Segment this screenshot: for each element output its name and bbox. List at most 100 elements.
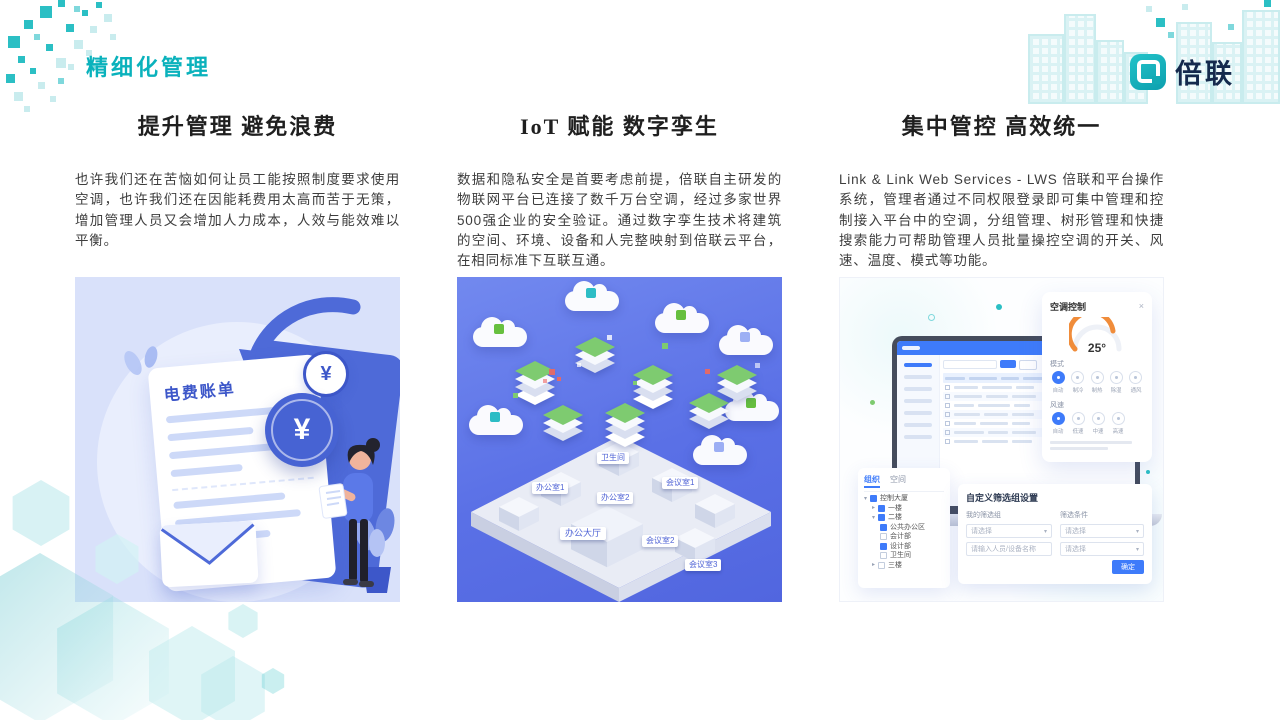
fan-speed-icon <box>1112 412 1125 425</box>
person-illustration <box>318 438 380 587</box>
temperature-gauge: 25° <box>1066 309 1125 355</box>
device-stack <box>515 361 555 407</box>
tree-item: ▾控制大厦 <box>864 495 909 502</box>
column-title: IoT 赋能 数字孪生 <box>520 114 719 139</box>
dot-decoration <box>870 400 875 405</box>
skyline-decoration <box>1028 0 1280 104</box>
device-stack <box>575 337 615 383</box>
checkbox-icon <box>870 495 878 502</box>
yuan-coin-icon: ¥ <box>265 393 339 467</box>
checkbox-icon <box>878 561 886 569</box>
column-body: 也许我们还在苦恼如何让员工能按照制度要求使用空调，也许我们还在因能耗费用太高而苦… <box>75 172 400 248</box>
dot-decoration <box>1146 470 1150 474</box>
device-stack <box>605 403 645 449</box>
checkbox-icon <box>880 523 887 531</box>
column-title: 集中管控 高效统一 <box>901 114 1102 139</box>
filter-condition-label: 筛选条件 <box>1060 512 1088 519</box>
org-tree-panel: 组织 空间 ▾控制大厦 ▸一楼 ▾二楼 公共办公区 会计部 设计部 卫生间 ▸三… <box>858 468 950 588</box>
column-title: 提升管理 避免浪费 <box>137 114 338 139</box>
column-control: 集中管控 高效统一 Link & Link Web Services - LWS… <box>839 112 1164 607</box>
cloud-icon <box>473 317 527 347</box>
checkbox-icon <box>880 542 887 550</box>
cloud-icon <box>725 391 779 421</box>
dot-decoration <box>928 314 935 321</box>
ac-note-placeholder <box>1050 441 1144 450</box>
fan-speed-icon <box>1072 412 1085 425</box>
fan-speed-icon <box>1092 412 1105 425</box>
fan-speed-icon <box>1052 412 1065 425</box>
tab-organization: 组织 <box>864 474 880 488</box>
dot-decoration <box>996 304 1002 310</box>
brand-name: 倍联 <box>1175 59 1235 89</box>
cloud-icon <box>655 303 709 333</box>
ac-panel-title: 空调控制 <box>1050 302 1087 312</box>
cloud-icon <box>719 325 773 355</box>
confirm-button: 确定 <box>1112 560 1144 574</box>
room-label: 会议室1 <box>662 477 699 489</box>
chevron-down-icon: ▾ <box>1135 528 1139 535</box>
room-label: 会议室2 <box>642 535 679 547</box>
tree-item: ▾二楼 <box>872 514 903 521</box>
mode-options: 自动 制冷 制热 除湿 通风 <box>1050 371 1144 394</box>
ac-mode-icon <box>1090 371 1104 384</box>
page-title: 精细化管理 <box>86 55 212 80</box>
tree-item: ▸三楼 <box>872 561 903 569</box>
tree-item: 公共办公区 <box>864 523 944 531</box>
chevron-down-icon: ▾ <box>1043 528 1047 535</box>
logo-notch-shape <box>1152 75 1160 84</box>
tree-item: 设计部 <box>864 542 944 550</box>
app-toolbar <box>943 360 1131 370</box>
column-body: Link & Link Web Services - LWS 倍联和平台操作系统… <box>839 172 1164 268</box>
ac-mode-icon <box>1051 371 1065 384</box>
leaf-decoration <box>124 346 158 375</box>
tree-item: 卫生间 <box>864 552 944 559</box>
checkbox-icon <box>880 533 887 540</box>
ac-control-panel: 空调控制 × 25° 模式 自动 制冷 制热 <box>1042 292 1152 462</box>
device-stack <box>689 393 729 439</box>
filter-group-label: 我的筛选组 <box>966 512 1001 519</box>
logo-ring-shape <box>1136 60 1160 83</box>
filter-panel-title: 自定义筛选组设置 <box>966 493 1039 503</box>
close-icon: × <box>1138 301 1144 311</box>
fan-options: 自动 低速 中速 高速 <box>1050 412 1144 435</box>
cloud-icon <box>693 435 747 465</box>
iot-illustration: 卫生间 办公室1 办公室2 会议室1 办公大厅 会议室2 会议室3 <box>457 277 782 602</box>
condition-select: 请选择▾ <box>1060 542 1144 556</box>
checkbox-icon <box>878 504 886 512</box>
tree-item: ▸一楼 <box>872 504 903 512</box>
device-stack <box>543 405 583 451</box>
hexagon-decoration <box>0 480 340 720</box>
condition-select: 请选择▾ <box>1060 524 1144 538</box>
room-label: 办公室1 <box>532 482 569 494</box>
device-stack <box>633 365 673 411</box>
pixel-decoration <box>6 0 116 112</box>
yuan-coin-icon: ¥ <box>303 351 349 397</box>
ac-mode-icon <box>1071 371 1085 384</box>
room-label: 会议室3 <box>685 559 722 571</box>
building-platform <box>471 436 771 602</box>
content-columns: 提升管理 避免浪费 也许我们还在苦恼如何让员工能按照制度要求使用空调，也许我们还… <box>75 112 1164 607</box>
tree-item: 会计部 <box>864 533 944 540</box>
device-stack <box>717 365 757 411</box>
room-label: 办公室2 <box>597 492 634 504</box>
chevron-down-icon: ▾ <box>1135 546 1139 553</box>
room-label: 卫生间 <box>597 452 629 464</box>
ac-mode-icon <box>1109 371 1123 384</box>
room-label: 办公大厅 <box>560 527 607 540</box>
temperature-value: 25° <box>1087 341 1107 355</box>
checkbox-icon <box>878 514 886 521</box>
yuan-symbol: ¥ <box>293 413 311 446</box>
checkbox-icon <box>880 552 887 559</box>
yuan-symbol: ¥ <box>320 362 332 385</box>
brand-logo: 倍联 <box>1130 52 1235 91</box>
ac-mode-icon <box>1129 371 1143 384</box>
mode-label: 模式 <box>1050 361 1064 368</box>
envelope-icon <box>159 520 259 588</box>
dashboard-illustration: 空调控制 × 25° 模式 自动 制冷 制热 <box>839 277 1164 602</box>
name-input: 请输入人员/设备名称 <box>966 542 1052 556</box>
fan-label: 风速 <box>1050 402 1064 409</box>
filter-settings-panel: 自定义筛选组设置 我的筛选组 请选择▾ 请输入人员/设备名称 筛选条件 请选择▾… <box>958 484 1152 584</box>
cloud-icon <box>565 281 619 311</box>
column-iot: IoT 赋能 数字孪生 数据和隐私安全是首要考虑前提，倍联自主研发的物联网平台已… <box>457 112 782 607</box>
